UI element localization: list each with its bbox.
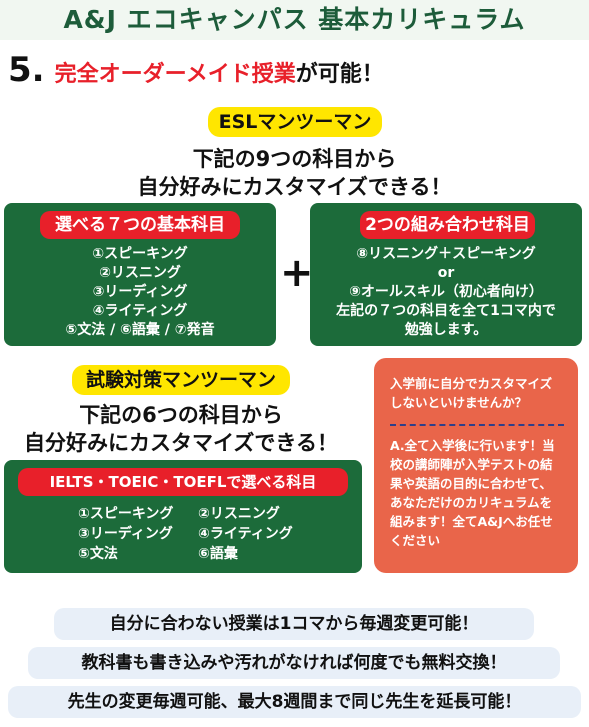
esl-line-1: 下記の9つの科目から [192,147,397,171]
list-item: 勉強します。 [404,322,488,338]
list-item: ③リーディング [78,526,173,542]
section-number: 5. [8,50,45,90]
list-item: ④ライティング [198,526,293,542]
faq-question: 入学前に自分でカスタマイズしないといけませんか？ [390,376,553,410]
section-title-highlight: 完全オーダーメイド授業 [54,62,296,87]
faq-divider [390,424,564,426]
test-line-2: 自分好みにカスタマイズできる！ [24,431,338,455]
test-line-1: 下記の6つの科目から [79,403,283,427]
section-title-rest: が可能！ [295,62,384,87]
list-item: ⑤文法 / ⑥語彙 / ⑦発音 [65,322,215,338]
test-subjects-label: IELTS・TOEIC・TOEFLで選べる科目 [18,468,348,496]
list-item: ①スピーキング [78,506,174,522]
test-subjects-box: IELTS・TOEIC・TOEFLで選べる科目 [4,460,362,573]
note-pill: 自分に合わない授業は1コマから毎週変更可能！ [54,608,534,640]
esl-line-2: 自分好みにカスタマイズできる！ [137,175,452,199]
combo-subjects-box: 2つの組み合わせ科目 ⑧リスニング＋スピーキング or ⑨オールスキル（初心者向… [310,203,582,346]
list-item: ②リスニング [198,506,280,522]
list-item: ②リスニング [99,265,181,281]
faq-box: 入学前に自分でカスタマイズしないといけませんか？ A.全て入学後に行います！当校… [374,358,578,573]
list-item: ③リーディング [92,284,188,300]
basic-subjects-label: 選べる７つの基本科目 [40,211,240,239]
section-heading: 5. 完全オーダーメイド授業 が可能！ [8,50,384,90]
list-item: ⑤文法 [78,546,118,562]
faq-answer: A.全て入学後に行います！当校の講師陣が入学テストの結果や英語の目的に合わせて、… [390,438,555,548]
basic-subjects-box: 選べる７つの基本科目 ①スピーキング ②リスニング ③リーディング ④ライティン… [4,203,276,346]
list-item: ④ライティング [92,303,188,319]
test-subjects-list: ①スピーキング ②リスニング ③リーディング ④ライティング ⑤文法 ⑥語彙 [78,505,318,564]
list-item: ⑥語彙 [198,546,238,562]
basic-subjects-list: ①スピーキング ②リスニング ③リーディング ④ライティング ⑤文法 / ⑥語彙… [4,245,276,340]
list-item: ⑧リスニング＋スピーキング [356,246,536,262]
plus-sign: + [280,250,314,296]
note-pill: 先生の変更毎週可能、最大8週間まで同じ先生を延長可能！ [8,686,581,718]
list-item: ⑨オールスキル（初心者向け） [349,284,543,300]
combo-subjects-list: ⑧リスニング＋スピーキング or ⑨オールスキル（初心者向け） 左記の７つの科目… [310,245,582,340]
combo-subjects-label: 2つの組み合わせ科目 [360,211,535,239]
page-title: A&J エコキャンパス 基本カリキュラム [0,0,589,40]
test-prep-label: 試験対策マンツーマン [72,365,290,395]
list-item: 左記の７つの科目を全て1コマ内で [336,303,556,319]
note-pill: 教科書も書き込みや汚れがなければ何度でも無料交換！ [28,647,560,679]
list-item: ①スピーキング [92,246,188,262]
list-item: or [437,265,455,281]
esl-label: ESLマンツーマン [208,107,382,137]
